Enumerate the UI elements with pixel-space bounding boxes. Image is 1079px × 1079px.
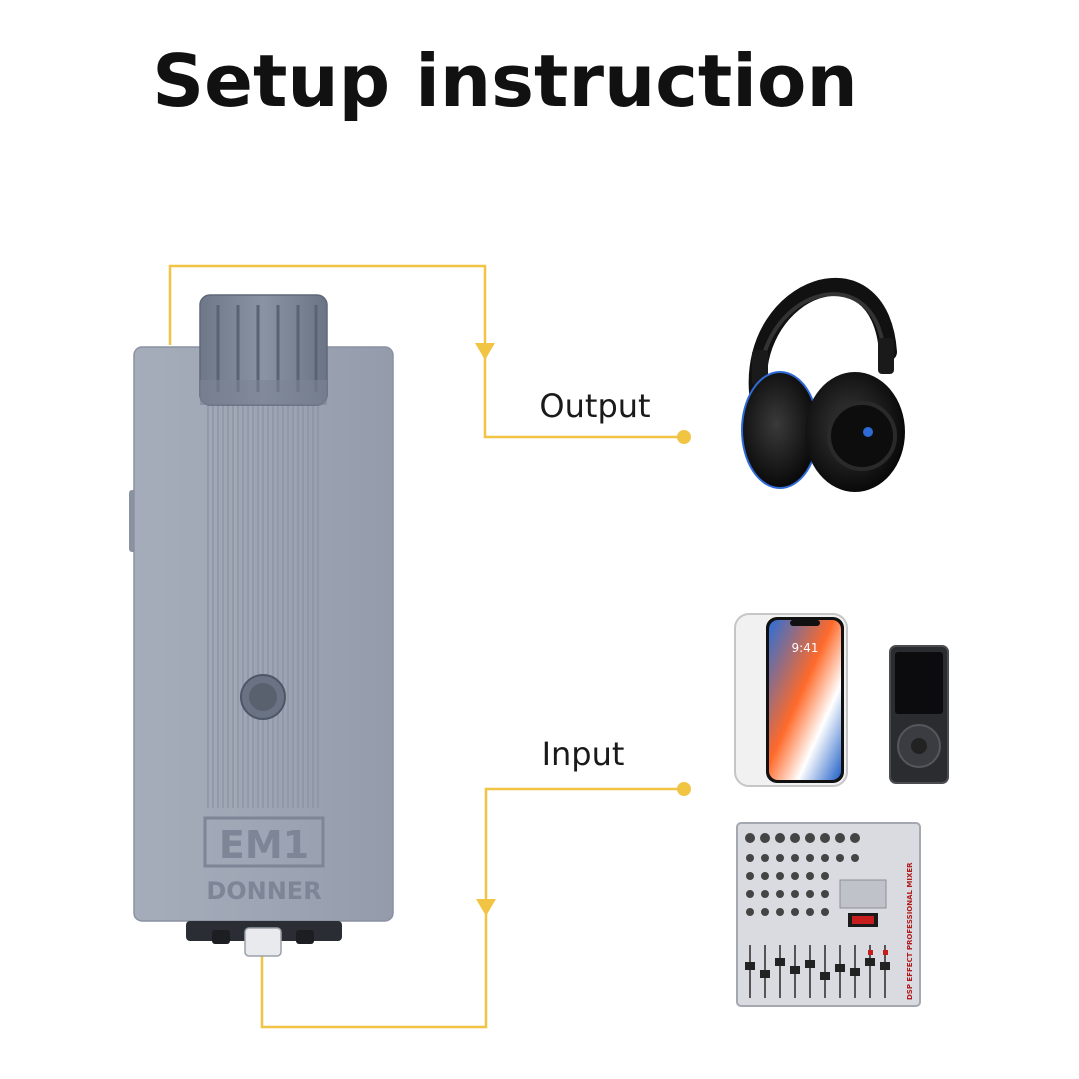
em1-device: EM1 DONNER [129,294,394,957]
connector-lines [168,264,683,1029]
brand-label: DONNER [206,877,321,905]
input-arrow-icon [476,899,496,916]
input-connector-line [260,787,683,1029]
ribbed-panel [207,405,319,808]
knob-ridges [216,305,318,392]
output-label: Output [539,387,650,425]
smartphone-icon: 9:41 [734,613,848,787]
music-player-icon [889,645,949,784]
headphones-icon [741,277,905,492]
model-badge [203,816,325,868]
audio-mixer-icon: DSP EFFECT PROFESSIONAL MIXER [736,822,921,1007]
output-connector-dot [677,430,691,444]
input-label: Input [542,735,625,773]
output-connector-line [168,264,683,439]
model-label: EM1 [219,823,309,867]
headphone-accent [863,427,873,437]
output-arrow-icon [475,343,495,360]
mixer-side-text: DSP EFFECT PROFESSIONAL MIXER [906,862,914,1000]
page-title: Setup instruction [152,39,857,123]
input-connector-dot [677,782,691,796]
phone-time: 9:41 [792,641,819,655]
